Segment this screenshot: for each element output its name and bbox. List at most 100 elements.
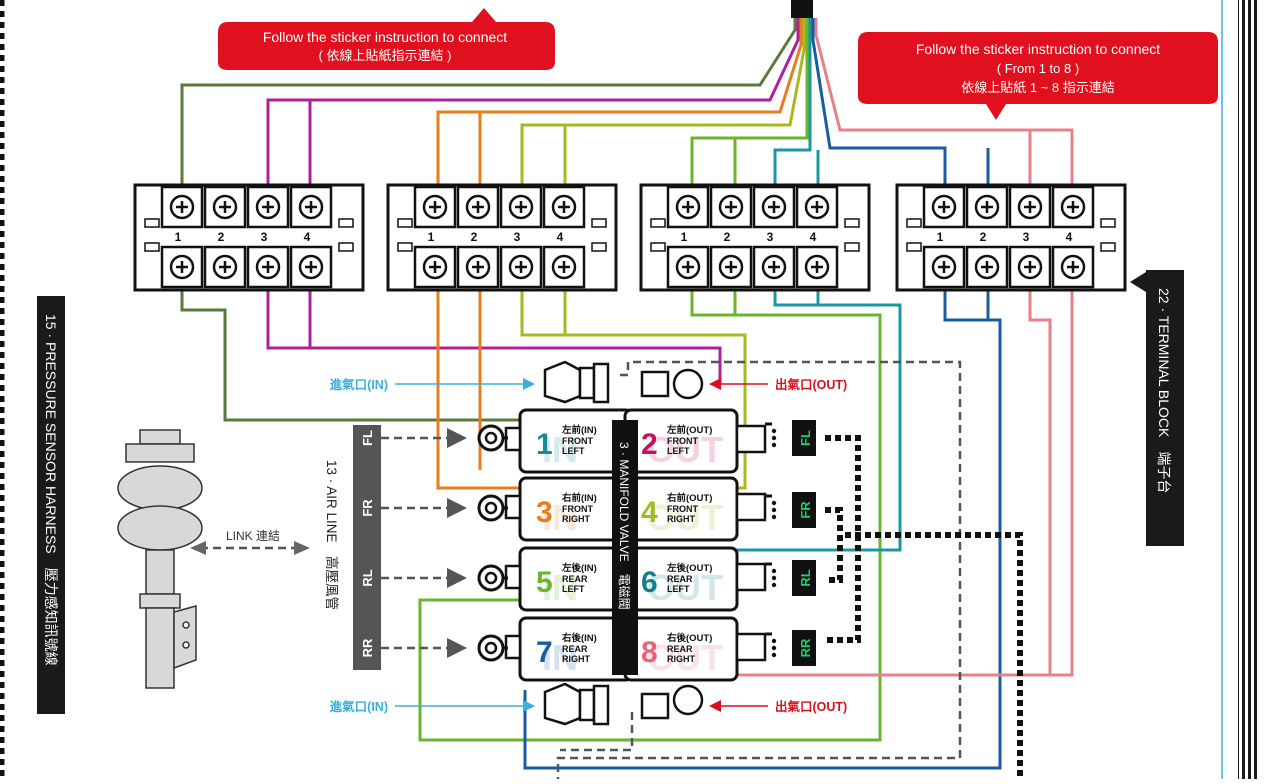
- corner-badge: [792, 420, 816, 456]
- valve-zh-label: 右後(IN): [561, 632, 597, 644]
- wire-yellowgreen: [520, 18, 806, 490]
- valve-pos2-label: RIGHT: [667, 654, 696, 664]
- valve-number: 3: [536, 496, 553, 529]
- terminal-tab: [650, 218, 666, 228]
- terminal-tab: [906, 218, 922, 228]
- screw-cross-icon: [768, 201, 780, 213]
- terminal-number: 2: [471, 230, 478, 244]
- sensor-pin: [771, 507, 777, 513]
- valve-pos2-label: RIGHT: [562, 514, 591, 524]
- out-bottom-label: 出氣口(OUT): [775, 699, 847, 714]
- valve-pos1-label: REAR: [562, 574, 588, 584]
- valve-pos1-label: REAR: [667, 644, 693, 654]
- terminal-number: 2: [218, 230, 225, 244]
- terminal-tab: [1100, 218, 1116, 228]
- terminal-tab: [397, 242, 413, 252]
- screw-cross-icon: [1067, 201, 1079, 213]
- terminal-side-text: 22 · TERMINAL BLOCK 端子台: [1156, 288, 1172, 494]
- wire-pink: [735, 18, 1074, 677]
- airline-corner-label: RL: [360, 569, 375, 586]
- sensor-pin: [771, 442, 777, 448]
- sensor-pin: [771, 435, 777, 441]
- corner-signal-lines: [825, 435, 1023, 779]
- sensor-pin: [771, 645, 777, 651]
- valve-outlet-stub: [735, 492, 767, 522]
- valve-number: 6: [641, 566, 658, 599]
- airline-fittings: [477, 424, 508, 662]
- wire-blue: [523, 18, 1002, 770]
- terminal-number: 1: [681, 230, 688, 244]
- valve-ghost-label: OUT: [647, 497, 723, 538]
- valve-outlet-stub: [735, 632, 767, 662]
- terminal-number: 2: [724, 230, 731, 244]
- terminal-cell: [795, 245, 839, 289]
- callout-left-line2: ( 依線上貼紙指示連結 ): [319, 48, 452, 63]
- valve-pos1-label: FRONT: [667, 436, 698, 446]
- terminal-tab: [844, 242, 860, 252]
- out-top-label: 出氣口(OUT): [775, 377, 847, 392]
- wire-olive: [180, 18, 797, 422]
- screw-cross-icon: [429, 201, 441, 213]
- screw-cross-icon: [558, 201, 570, 213]
- link-arrowhead-left: [190, 541, 206, 555]
- terminal-side-label: 22 · TERMINAL BLOCK 端子台: [1146, 270, 1184, 546]
- terminal-number: 4: [557, 230, 564, 244]
- screw-cross-icon: [725, 261, 737, 273]
- terminal-tab: [338, 218, 354, 228]
- screw-cross-icon: [811, 261, 823, 273]
- airline-label: 13 · AIR LINE 高壓風管: [324, 460, 340, 610]
- screw-cross-icon: [262, 261, 274, 273]
- terminal-tab: [144, 242, 160, 252]
- valve-pos2-label: LEFT: [562, 446, 585, 456]
- valve-ghost-label: OUT: [647, 429, 723, 470]
- screw-cross-icon: [262, 201, 274, 213]
- valve-pos2-label: RIGHT: [667, 514, 696, 524]
- valve-outlet-stub: [735, 424, 767, 454]
- valve-inlet-stub: [504, 494, 522, 520]
- valve-ghost-label: IN: [542, 497, 578, 538]
- valve-zh-label: 左前(OUT): [666, 424, 712, 436]
- callout-left: Follow the sticker instruction to connec…: [218, 8, 555, 70]
- valve-zh-label: 右後(OUT): [666, 632, 712, 644]
- callout-right-line2: ( From 1 to 8 ): [997, 61, 1079, 76]
- air-strut-icon: [117, 429, 203, 689]
- corner-badge-label: RL: [798, 569, 813, 586]
- valve-ghost-label: IN: [542, 567, 578, 608]
- valve-number: 4: [641, 496, 658, 529]
- valve-outlet-stub: [735, 562, 767, 592]
- sensor-pin: [771, 568, 777, 574]
- screw-cross-icon: [219, 261, 231, 273]
- corner-badge: [792, 492, 816, 528]
- valve-number: 7: [536, 636, 553, 669]
- wire-pink-b: [1028, 130, 1052, 675]
- sensor-pin: [771, 428, 777, 434]
- sensor-pin: [771, 638, 777, 644]
- wire-magenta: [266, 18, 800, 385]
- airline-arrows: [200, 428, 467, 658]
- valve-pos2-label: LEFT: [667, 584, 690, 594]
- harness-side-label: 15 · PRESSURE SENSOR HARNESS 壓力感知訊號線: [37, 296, 65, 714]
- port-fittings: [543, 360, 704, 726]
- in-top-label: 進氣口(IN): [330, 377, 388, 392]
- sensor-pin: [771, 582, 777, 588]
- valve-inlet-stub: [504, 634, 522, 660]
- corner-badge-label: FL: [798, 430, 813, 446]
- terminal-number: 4: [810, 230, 817, 244]
- screw-cross-icon: [176, 261, 188, 273]
- corner-badge-label: RR: [798, 638, 813, 657]
- link-label: LINK 連結: [226, 529, 280, 543]
- valve-zh-label: 左前(IN): [561, 424, 597, 436]
- terminal-label-pointer: [1130, 272, 1146, 292]
- valve-inlet-stub: [504, 564, 522, 590]
- manifold-center-bar: [612, 420, 638, 675]
